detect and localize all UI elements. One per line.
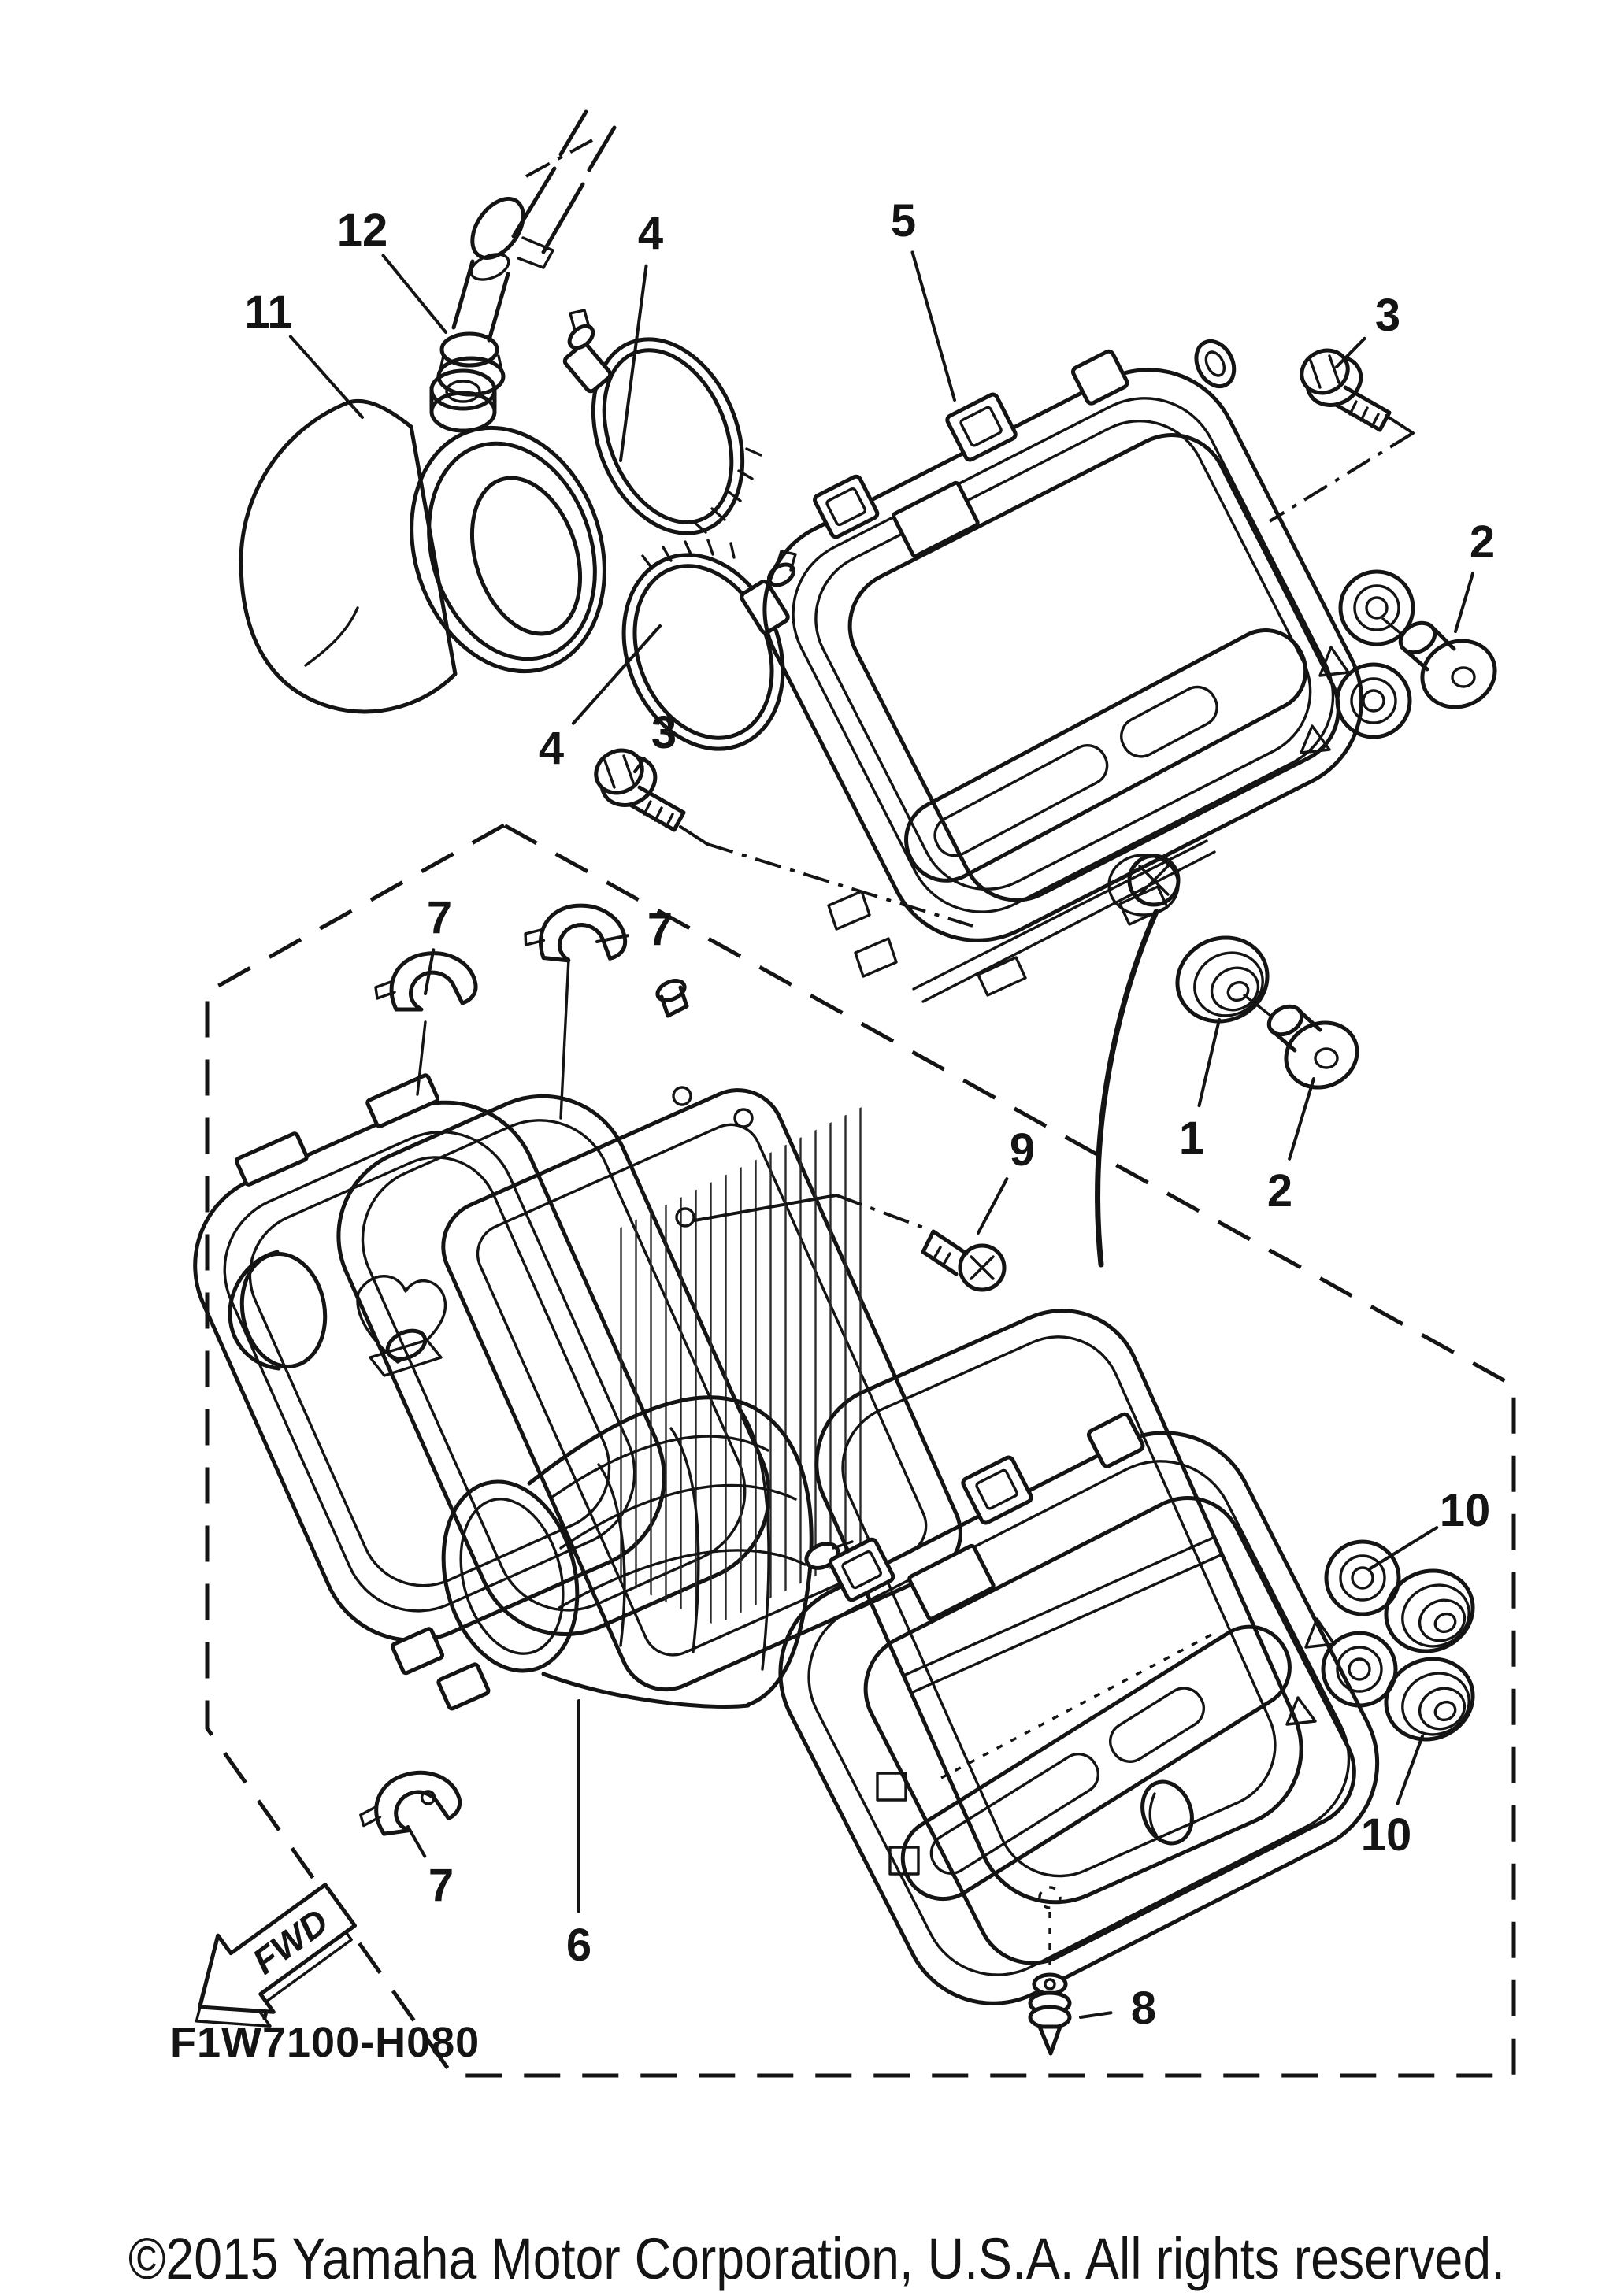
callout-leader-5	[910, 250, 956, 402]
callout-leader-4	[571, 624, 662, 725]
callout-leader-8	[1079, 2011, 1113, 2019]
callout-leader-10	[1396, 1735, 1424, 1805]
copyright-line: ©2015 Yamaha Motor Corporation, U.S.A. A…	[128, 2226, 1505, 2291]
callout-leader-10	[1369, 1526, 1439, 1570]
callout-leader-2	[1288, 1077, 1315, 1161]
callout-10: 10	[1361, 1809, 1412, 1861]
retainer-clip-7b	[524, 903, 628, 963]
callout-leader-7	[424, 948, 436, 995]
drain-plug-8	[1028, 1886, 1072, 2056]
element-mesh	[616, 1106, 863, 1625]
callout-leader-3	[1335, 336, 1366, 368]
callout-12: 12	[337, 205, 388, 256]
callout-leader-3	[633, 757, 647, 773]
callout-9: 9	[1010, 1124, 1035, 1176]
callout-1: 1	[1179, 1113, 1204, 1164]
screw-9-path-line	[1095, 909, 1159, 1268]
clip-7b-line	[559, 957, 570, 1120]
washer-bolt-2-lower	[1266, 1004, 1359, 1090]
grommet-1	[1175, 935, 1289, 1030]
callout-leader-7	[595, 934, 629, 943]
callout-leader-12	[381, 254, 447, 334]
intake-joint-11	[239, 368, 606, 714]
mounting-bracket-lower	[900, 1539, 1401, 1902]
callout-10: 10	[1440, 1485, 1491, 1536]
callout-7: 7	[427, 892, 452, 943]
air-cleaner-cover-lower	[778, 1412, 1380, 2005]
callout-5: 5	[891, 195, 916, 246]
mounting-bracket-upper	[904, 569, 1415, 883]
hose-clamp-4-lower	[621, 539, 797, 751]
callout-4: 4	[539, 723, 564, 774]
grommet-10-lower	[1384, 1657, 1475, 1742]
callout-leader-11	[288, 335, 364, 419]
callout-leader-2	[1454, 572, 1474, 633]
drawing-code: F1W7100-H080	[170, 2019, 480, 2066]
flange-bolt-3-upper	[1268, 348, 1415, 523]
callout-8: 8	[1131, 1983, 1156, 2034]
callout-3: 3	[1375, 290, 1400, 341]
callout-7: 7	[428, 1860, 454, 1911]
callout-11: 11	[244, 287, 292, 338]
callout-leader-4	[619, 264, 648, 462]
grommet-10-upper	[1384, 1568, 1475, 1653]
element-cage	[441, 1395, 814, 1709]
callout-2: 2	[1267, 1165, 1292, 1217]
washer-bolt-2-upper	[1381, 617, 1497, 709]
callout-leader-9	[977, 1177, 1009, 1235]
flange-bolt-3-middle	[594, 748, 973, 928]
retainer-clip-7a	[374, 951, 478, 1012]
clip-7a-line	[416, 1020, 427, 1096]
case-half-inner	[804, 1309, 1303, 1905]
callout-3: 3	[651, 707, 677, 758]
fwd-arrow: FWD	[195, 1883, 358, 2028]
callout-6: 6	[566, 1920, 591, 1971]
screw-9	[921, 1229, 1007, 1292]
callout-4: 4	[638, 208, 663, 259]
callout-leader-7	[406, 1825, 427, 1858]
breather-fitting-12	[436, 109, 617, 397]
filter-element-6	[441, 1086, 962, 1692]
callout-7: 7	[647, 904, 673, 955]
retainer-clip-7c	[359, 1770, 462, 1836]
callout-2: 2	[1470, 517, 1495, 568]
air-cleaner-cover-5	[762, 339, 1364, 1003]
callout-leader-1	[1197, 1018, 1221, 1108]
